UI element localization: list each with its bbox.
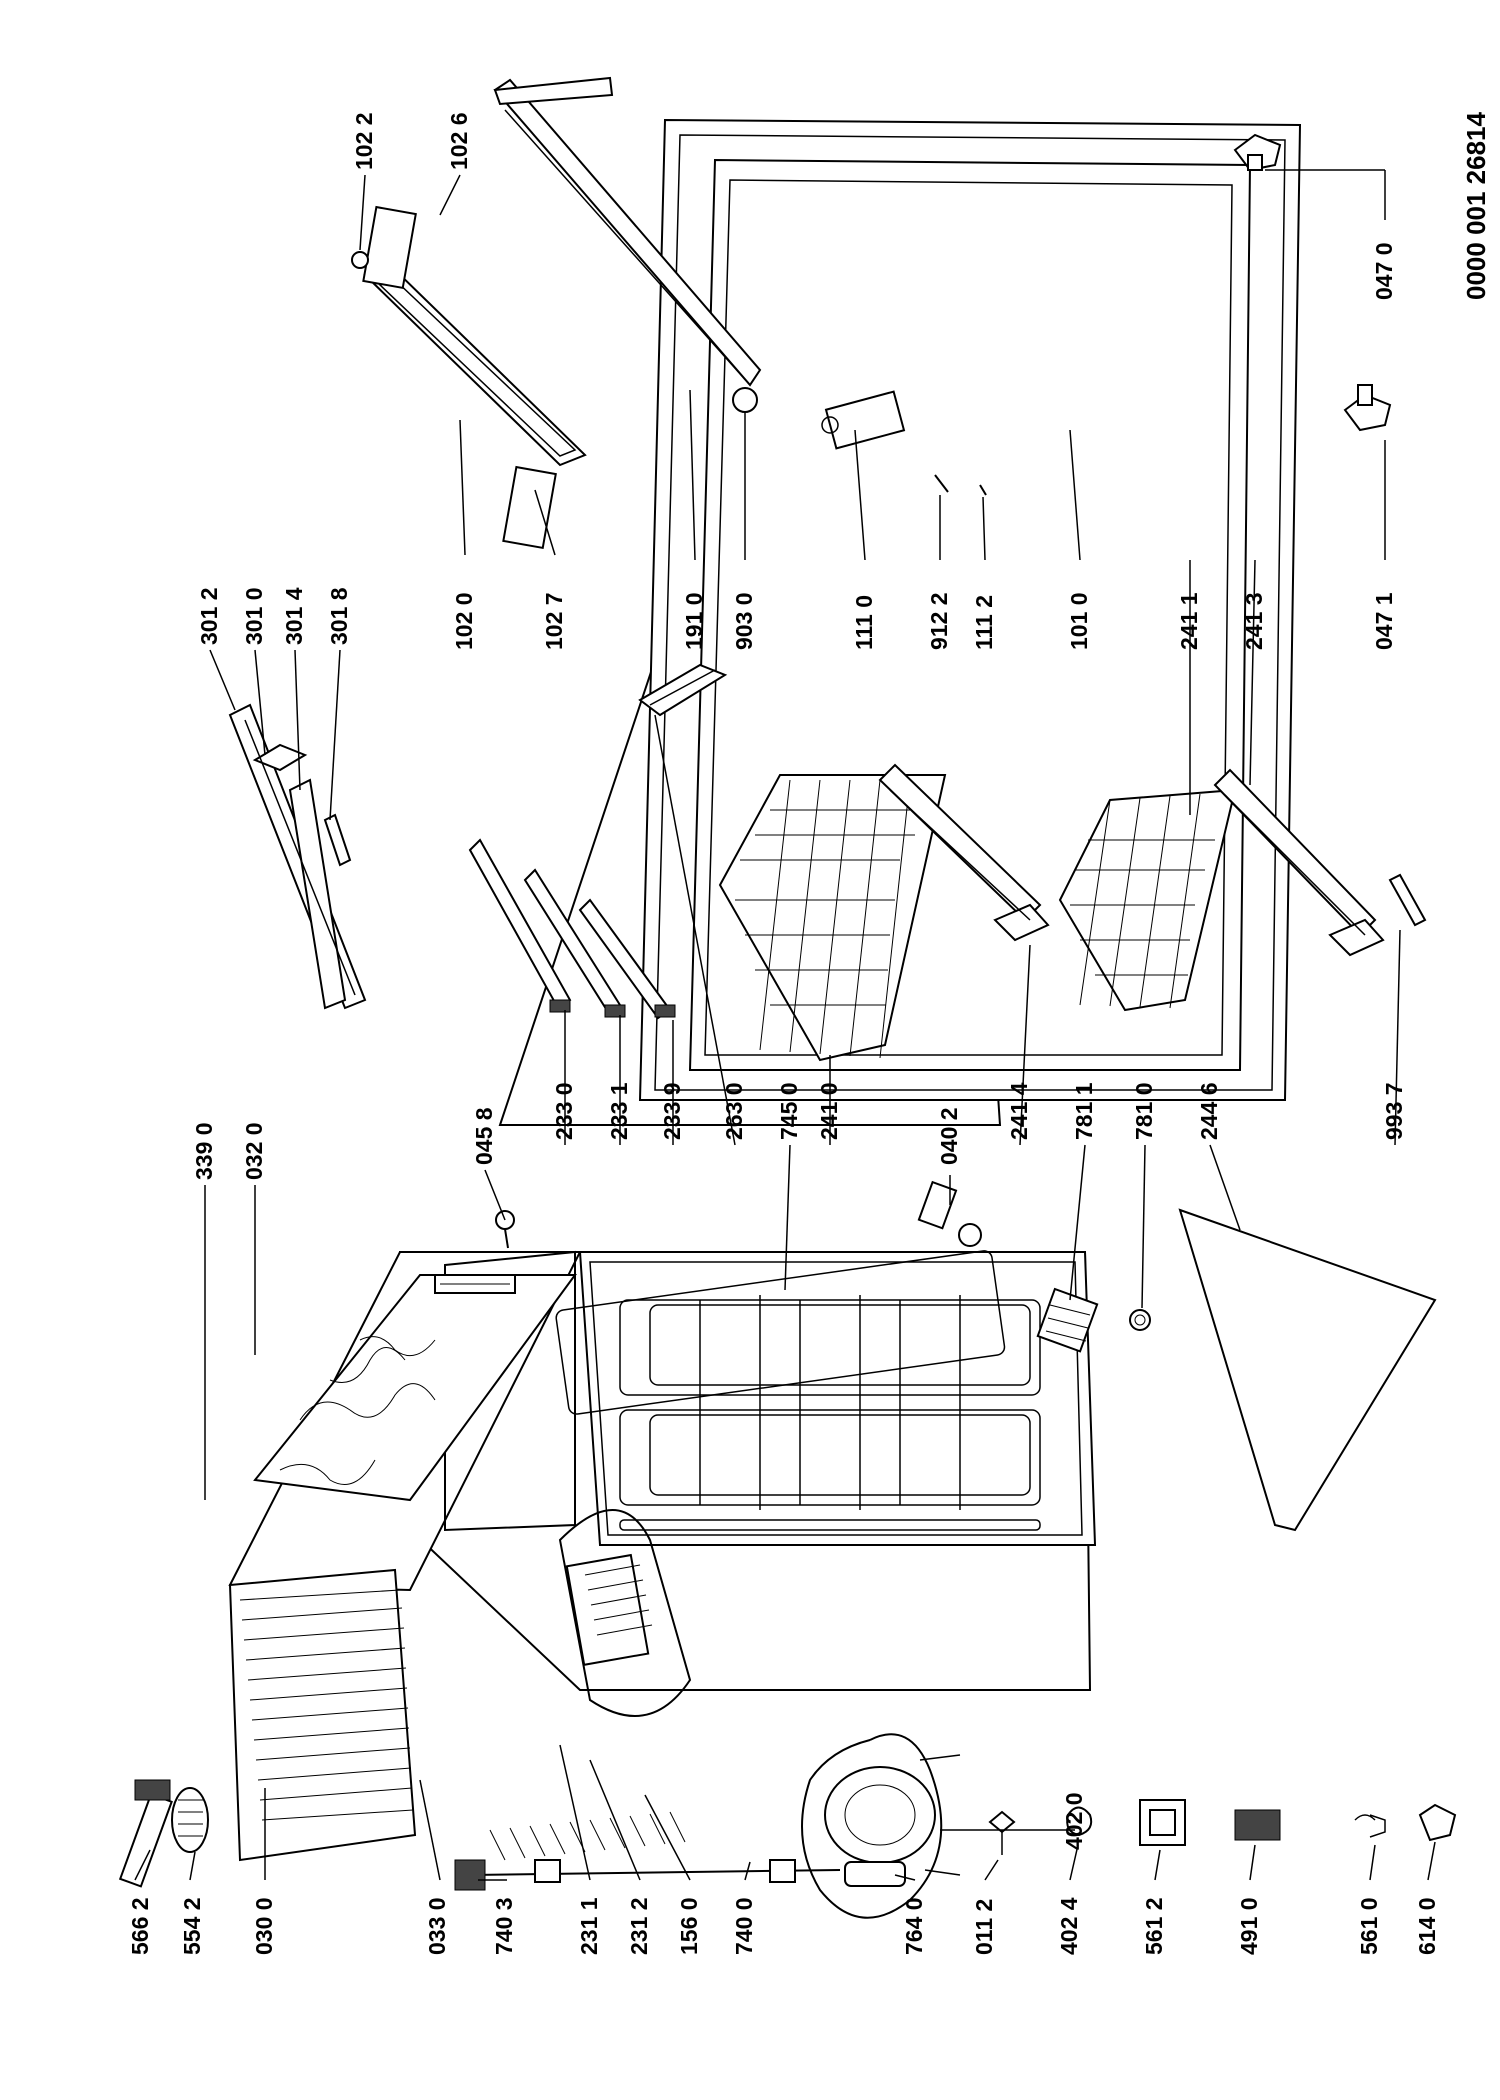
document-number: 0000 001 26814 xyxy=(1461,111,1491,300)
label-033-0: 033 0 xyxy=(424,1897,450,1955)
label-745-0: 745 0 xyxy=(776,1082,802,1140)
baskets-and-rails-drawing xyxy=(228,663,1437,1532)
label-102-7: 102 7 xyxy=(541,592,567,650)
label-241-1: 241 1 xyxy=(1176,592,1202,650)
label-233-9: 233 9 xyxy=(659,1082,685,1140)
label-301-0: 301 0 xyxy=(241,587,267,645)
label-102-6: 102 6 xyxy=(446,112,472,170)
label-244-6: 244 6 xyxy=(1196,1082,1222,1140)
label-561-2: 561 2 xyxy=(1141,1897,1167,1955)
label-740-3: 740 3 xyxy=(491,1897,517,1955)
label-301-4: 301 4 xyxy=(281,587,307,645)
label-011-2: 011 2 xyxy=(971,1899,997,1955)
label-903-0: 903 0 xyxy=(731,592,757,650)
label-045-8: 045 8 xyxy=(471,1107,497,1165)
label-301-8: 301 8 xyxy=(326,587,352,645)
label-156-0: 156 0 xyxy=(676,1897,702,1955)
labels-left-column: 566 2 554 2 030 0 033 0 740 3 231 1 231 … xyxy=(127,1792,1440,1955)
drawing-layer xyxy=(118,76,1457,1919)
label-764-0: 764 0 xyxy=(901,1897,927,1955)
label-740-0: 740 0 xyxy=(731,1897,757,1955)
label-233-0: 233 0 xyxy=(551,1082,577,1140)
label-566-2: 566 2 xyxy=(127,1897,153,1955)
label-241-3: 241 3 xyxy=(1241,592,1267,650)
label-301-2: 301 2 xyxy=(196,587,222,645)
label-554-2: 554 2 xyxy=(179,1897,205,1955)
leader-lines xyxy=(134,169,1436,1881)
label-111-2: 111 2 xyxy=(971,595,997,650)
label-781-1: 781 1 xyxy=(1071,1082,1097,1140)
label-047-0: 047 0 xyxy=(1371,242,1397,300)
label-781-0: 781 0 xyxy=(1131,1082,1157,1140)
label-032-0: 032 0 xyxy=(241,1122,267,1180)
label-993-7: 993 7 xyxy=(1381,1082,1407,1140)
label-912-2: 912 2 xyxy=(926,592,952,650)
label-491-0: 491 0 xyxy=(1236,1897,1262,1955)
label-241-4: 241 4 xyxy=(1006,1082,1032,1140)
label-241-0: 241 0 xyxy=(816,1082,842,1140)
label-040-2: 040 2 xyxy=(936,1107,962,1165)
label-614-0: 614 0 xyxy=(1414,1897,1440,1955)
labels-right-column: 301 2 301 0 301 4 301 8 102 0 102 7 191 … xyxy=(196,112,1397,650)
label-191-0: 191 0 xyxy=(681,592,707,650)
label-233-1: 233 1 xyxy=(606,1082,632,1140)
label-231-1: 231 1 xyxy=(576,1897,602,1955)
label-030-0: 030 0 xyxy=(251,1897,277,1955)
label-402-4: 402 4 xyxy=(1056,1897,1082,1955)
labels-middle-column: 339 0 032 0 045 8 233 0 233 1 233 9 263 … xyxy=(191,1082,1407,1180)
label-111-0: 111 0 xyxy=(851,595,877,650)
left-small-parts xyxy=(118,1779,1457,1888)
label-561-0: 561 0 xyxy=(1356,1897,1382,1955)
cabinet-drawing xyxy=(228,1250,1097,1919)
label-402-0: 402 0 xyxy=(1061,1792,1087,1850)
label-339-0: 339 0 xyxy=(191,1122,217,1180)
label-102-0: 102 0 xyxy=(451,592,477,650)
label-102-2: 102 2 xyxy=(351,112,377,170)
label-101-0: 101 0 xyxy=(1066,592,1092,650)
label-231-2: 231 2 xyxy=(626,1897,652,1955)
label-047-1: 047 1 xyxy=(1371,592,1397,650)
label-263-0: 263 0 xyxy=(721,1082,747,1140)
